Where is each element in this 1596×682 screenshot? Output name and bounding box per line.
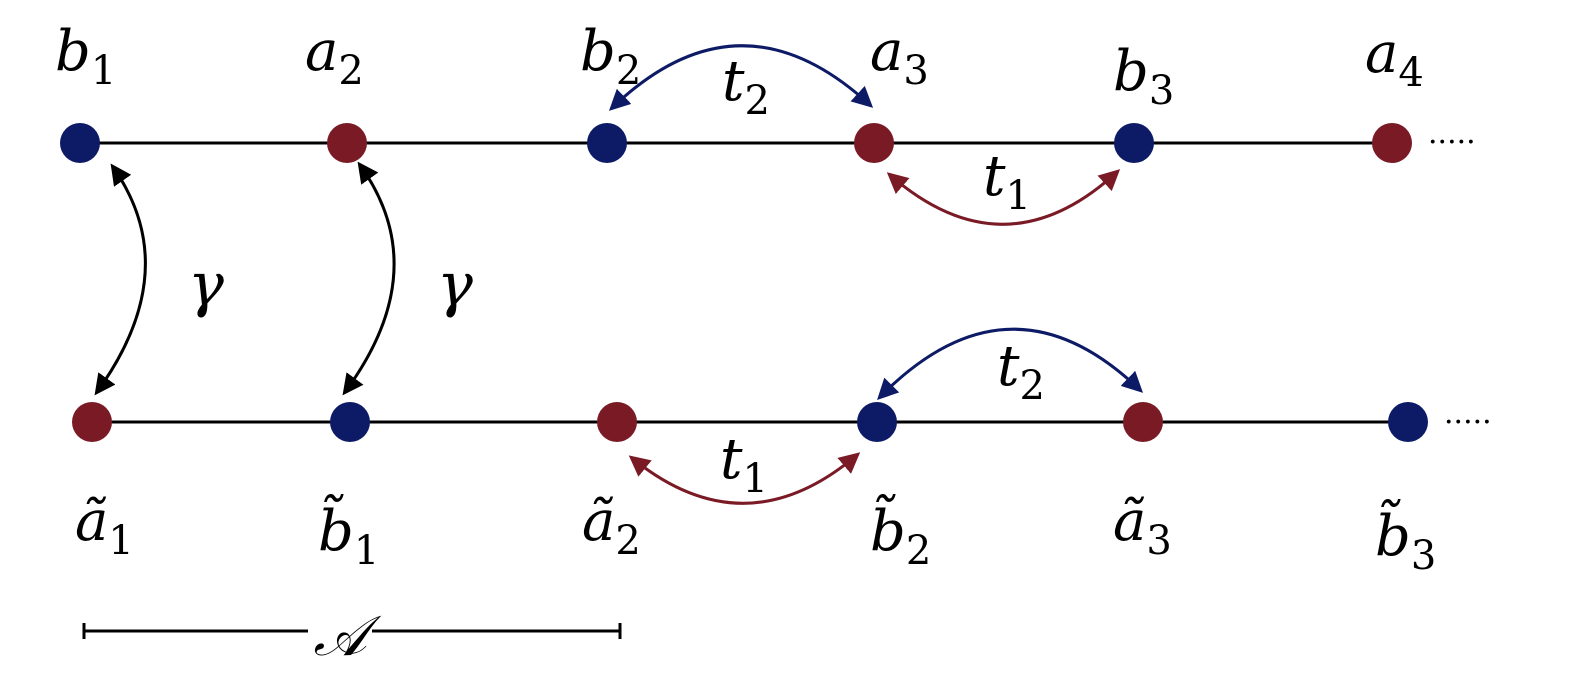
t1-arc-top xyxy=(886,169,1121,226)
node-a2-tilde xyxy=(597,402,637,442)
label-b1: b1 xyxy=(55,19,116,94)
node-a3-tilde xyxy=(1123,402,1163,442)
node-b2 xyxy=(587,123,627,163)
t1-label-top: t1 xyxy=(983,144,1031,219)
t2-label-bottom: t2 xyxy=(997,334,1045,409)
label-b3-tilde: b̃3 xyxy=(1375,499,1436,579)
t2-label-top: t2 xyxy=(722,49,770,124)
label-a2: a2 xyxy=(305,19,364,94)
gamma-arc-2 xyxy=(342,161,396,396)
node-b1-tilde xyxy=(330,402,370,442)
label-b1-tilde: b̃1 xyxy=(318,494,379,574)
label-b2-tilde: b̃2 xyxy=(870,494,931,574)
label-a4: a4 xyxy=(1365,21,1424,96)
t1-arc-bottom xyxy=(628,452,861,505)
label-a3: a3 xyxy=(870,19,929,94)
node-a1-tilde xyxy=(72,402,112,442)
node-a3 xyxy=(854,123,894,163)
bottom-ellipsis: ····· xyxy=(1444,405,1492,440)
region-label: 𝒜 xyxy=(314,604,382,669)
gamma-arc-1 xyxy=(94,163,147,396)
node-a4 xyxy=(1372,123,1412,163)
node-b3 xyxy=(1114,123,1154,163)
top-ellipsis: ····· xyxy=(1428,125,1476,160)
label-a3-tilde: ã3 xyxy=(1113,489,1172,564)
t2-arc-bottom xyxy=(877,327,1144,400)
gamma-label-2: γ xyxy=(437,250,473,320)
label-a1-tilde: ã1 xyxy=(75,489,134,564)
node-b1 xyxy=(60,123,100,163)
label-b3: b3 xyxy=(1113,39,1174,114)
node-a2 xyxy=(327,123,367,163)
node-b3-tilde xyxy=(1388,402,1428,442)
t1-label-bottom: t1 xyxy=(720,427,768,502)
t2-arc-top xyxy=(608,44,874,111)
label-b2: b2 xyxy=(580,19,641,94)
label-a2-tilde: ã2 xyxy=(582,489,641,564)
gamma-label-1: γ xyxy=(188,250,224,320)
node-b2-tilde xyxy=(857,402,897,442)
